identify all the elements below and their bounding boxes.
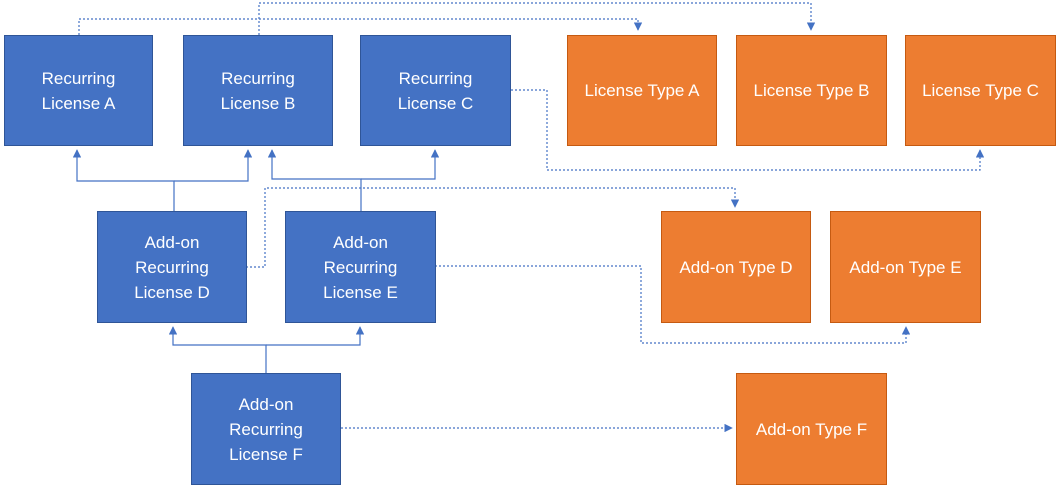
license-type-c-box: License Type C (905, 35, 1056, 146)
addon-type-f-box: Add-on Type F (736, 373, 887, 485)
edge-addon-f-to-addon-e (266, 326, 365, 346)
addon-type-d-box: Add-on Type D (661, 211, 811, 323)
addon-recurring-license-d-box: Add-on Recurring License D (97, 211, 247, 323)
addon-recurring-license-f-box: Add-on Recurring License F (191, 373, 341, 485)
license-type-a-box: License Type A (567, 35, 717, 146)
edge-recurring-b-to-type-b (258, 2, 816, 35)
edge-addon-d-to-recurring-a (72, 149, 175, 211)
addon-type-e-box: Add-on Type E (830, 211, 981, 323)
edge-addon-d-to-type-d (246, 187, 740, 268)
edge-addon-d-to-recurring-b (174, 149, 253, 182)
edge-recurring-c-to-type-c (511, 89, 985, 171)
edge-addon-e-to-recurring-c (361, 149, 440, 180)
recurring-license-c-box: Recurring License C (360, 35, 511, 146)
edge-recurring-a-to-type-a (78, 18, 643, 35)
addon-recurring-license-e-box: Add-on Recurring License E (285, 211, 436, 323)
recurring-license-a-box: Recurring License A (4, 35, 153, 146)
recurring-license-b-box: Recurring License B (183, 35, 333, 146)
edge-addon-e-to-recurring-b (267, 149, 362, 211)
edge-addon-f-to-addon-d (168, 326, 267, 373)
license-type-b-box: License Type B (736, 35, 887, 146)
edge-addon-e-to-type-e (435, 265, 911, 344)
